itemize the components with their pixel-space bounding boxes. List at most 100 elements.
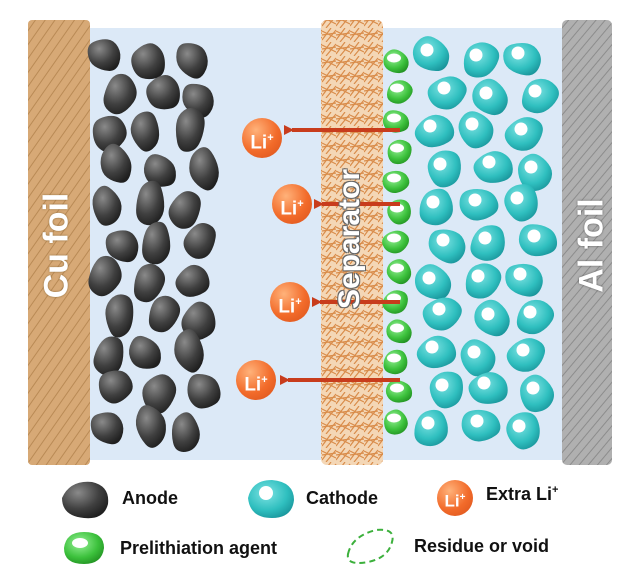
anode-legend-icon (62, 481, 109, 519)
cathode-particle-core (426, 195, 440, 209)
prelithiation-particle-core (390, 263, 404, 273)
cathode-particle-core (512, 419, 526, 433)
cell-diagram: Cu foil Al foil Separator Li+ Li+ Li+ Li… (28, 20, 612, 465)
anode-particle (90, 412, 124, 445)
cathode-particle-core (524, 160, 538, 174)
cathode-particle-core (437, 81, 451, 95)
anode-particle (98, 370, 133, 404)
prelithiation-particle-core (387, 53, 401, 63)
anode-particle (187, 373, 221, 409)
cathode-particle-core (467, 345, 481, 359)
prelithiation-particle-core (387, 113, 401, 123)
cathode-legend-icon (248, 480, 294, 518)
legend-extra-li-label: Extra Li+ (486, 484, 559, 504)
residue-legend-icon (346, 528, 394, 564)
cathode-particle-core (477, 376, 491, 390)
anode-particle (189, 147, 219, 191)
anode-particle (136, 180, 165, 226)
legend: Anode Cathode Li+ Extra Li+ Prelithiatio… (0, 470, 624, 588)
cathode-particle-core (470, 414, 484, 428)
al-foil-label: Al foil (572, 198, 611, 293)
cathode-particle-core (511, 46, 525, 60)
anode-particle (176, 43, 208, 79)
legend-residue-label: Residue or void (414, 536, 550, 556)
legend-cathode-label: Cathode (306, 488, 378, 508)
cathode-particle-core (514, 122, 528, 136)
cathode-particle-core (481, 307, 495, 321)
anode-particle (103, 73, 137, 115)
cathode-particle-core (421, 416, 435, 430)
cathode-particle-core (420, 43, 434, 57)
cathode-particle-core (465, 117, 479, 131)
anode-particle (92, 185, 122, 226)
prelithiation-particle-core (390, 383, 404, 393)
anode-particle (100, 143, 132, 183)
legend-prelithiation-label: Prelithiation agent (120, 538, 278, 558)
anode-particle (171, 412, 200, 453)
prelithiation-particle-core (387, 413, 401, 423)
prelithiation-particle-core (390, 323, 404, 333)
cathode-legend-core (259, 486, 273, 500)
cathode-particle-core (423, 119, 437, 133)
anode-particle (131, 43, 165, 80)
cathode-particle-core (432, 302, 446, 316)
anode-particle (133, 263, 166, 303)
anode-particle (168, 191, 201, 229)
prelithiation-particle-core (387, 353, 401, 363)
anode-particle (128, 335, 161, 369)
cu-foil-label: Cu foil (37, 192, 76, 299)
li-ion-badge: Li+ (236, 360, 276, 400)
anode-particle (183, 223, 216, 259)
prelithiation-particle-core (390, 143, 404, 153)
anode-particle (142, 374, 177, 414)
anode-particle (175, 264, 210, 297)
cathode-particles (412, 36, 559, 450)
cathode-particle-core (422, 271, 436, 285)
anode-particle (92, 115, 127, 153)
legend-li-ion-icon: Li+ (437, 480, 473, 516)
cathode-particle-core (436, 233, 450, 247)
prelithiation-particle-core (390, 83, 404, 93)
cathode-particle-core (528, 84, 542, 98)
cathode-particle-core (478, 231, 492, 245)
cathode-particle-core (510, 191, 524, 205)
anode-particle (87, 39, 121, 71)
cathode-particle-core (526, 381, 540, 395)
li-ion-badge: Li+ (272, 184, 312, 224)
cathode-particle-core (433, 157, 447, 171)
anode-particle (142, 221, 171, 265)
cathode-particle-core (469, 48, 483, 62)
cathode-particle-core (435, 378, 449, 392)
cathode-particle-core (468, 193, 482, 207)
anode-particle (93, 336, 124, 376)
anode-particle (146, 75, 180, 110)
prelithiation-particle-core (387, 173, 401, 183)
li-ion-badge: Li+ (270, 282, 310, 322)
separator-label: Separator (333, 168, 366, 310)
anode-particles (87, 39, 221, 453)
legend-anode-label: Anode (122, 488, 178, 508)
cathode-particle-core (425, 340, 439, 354)
cathode-particle-core (516, 343, 530, 357)
anode-particle (175, 108, 205, 152)
legend-icons (62, 480, 394, 564)
prelithiation-particle-core (387, 233, 401, 243)
cathode-particle-core (513, 267, 527, 281)
anode-particle (105, 230, 139, 263)
al-foil (562, 20, 612, 465)
cathode-particle-core (482, 155, 496, 169)
anode-particle (148, 295, 181, 333)
cathode-particle-core (523, 305, 537, 319)
cathode-particle-core (471, 269, 485, 283)
li-ion-badge: Li+ (242, 118, 282, 158)
prelithiation-particles (382, 49, 413, 435)
cathode-particle-core (479, 86, 493, 100)
anode-particle (88, 255, 122, 297)
cathode-particle-core (527, 229, 541, 243)
anode-particle (105, 294, 134, 338)
anode-particle (135, 405, 166, 448)
cell-schematic (28, 20, 612, 465)
cu-foil (28, 20, 90, 465)
anode-particle (130, 111, 160, 152)
anode-particle (174, 329, 204, 373)
